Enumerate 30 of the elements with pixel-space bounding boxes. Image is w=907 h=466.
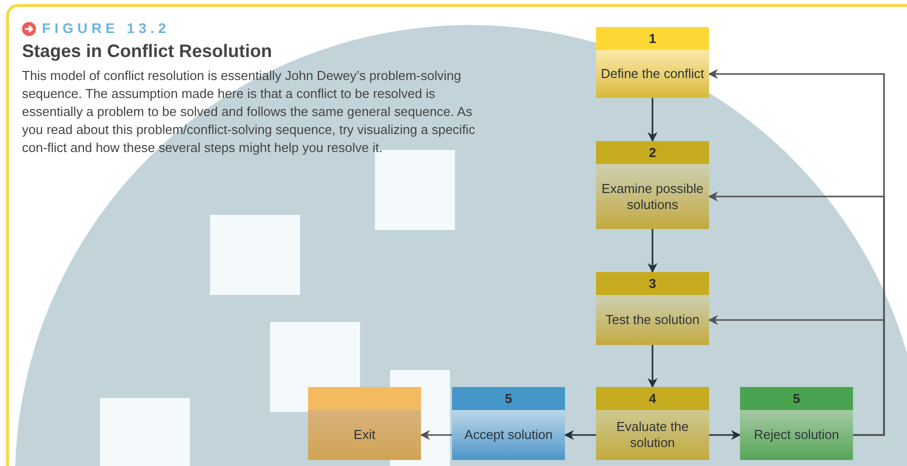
step-box [596,387,709,460]
step-box [740,387,853,460]
step-box [596,141,709,229]
step-box [452,387,565,460]
step-number: 3 [648,274,656,293]
step-box [596,27,709,98]
arrow [708,315,885,436]
arrow [709,430,741,440]
arrow [648,229,658,273]
step-label: Exit [354,427,376,443]
arrow [564,430,596,440]
step-label: Define the conflict [600,66,704,82]
step-label: Examine possible solutions [600,180,704,212]
figure-number: FIGURE 13.2 [42,19,170,38]
step-label: Reject solution [754,427,840,443]
arrow [648,345,658,388]
step-box [596,272,709,345]
figure-title: Stages in Conflict Resolution [22,40,274,63]
step-number: 5 [504,390,512,408]
step-label: Evaluate the solution [615,419,690,451]
step-number: 5 [792,390,800,408]
step-label: Test the solution [606,312,700,328]
step-number: 1 [648,30,656,48]
arrow [420,430,452,440]
step-label: Accept solution [464,427,553,443]
step-number: 4 [648,390,656,408]
step-number: 2 [648,144,656,162]
step-box [308,387,421,460]
figure-description: This model of conflict resolution is essentially John Dewey’s problem-solving sequence. The assumption made here is that a conflict to be resolved is essentially a problem to be solved and follows the same general sequence. As you read about this problem/conflict-solving sequence, try visualizing a specific con-flict and how these several steps might help you resolve it. [22,67,476,157]
arrow [648,98,658,142]
